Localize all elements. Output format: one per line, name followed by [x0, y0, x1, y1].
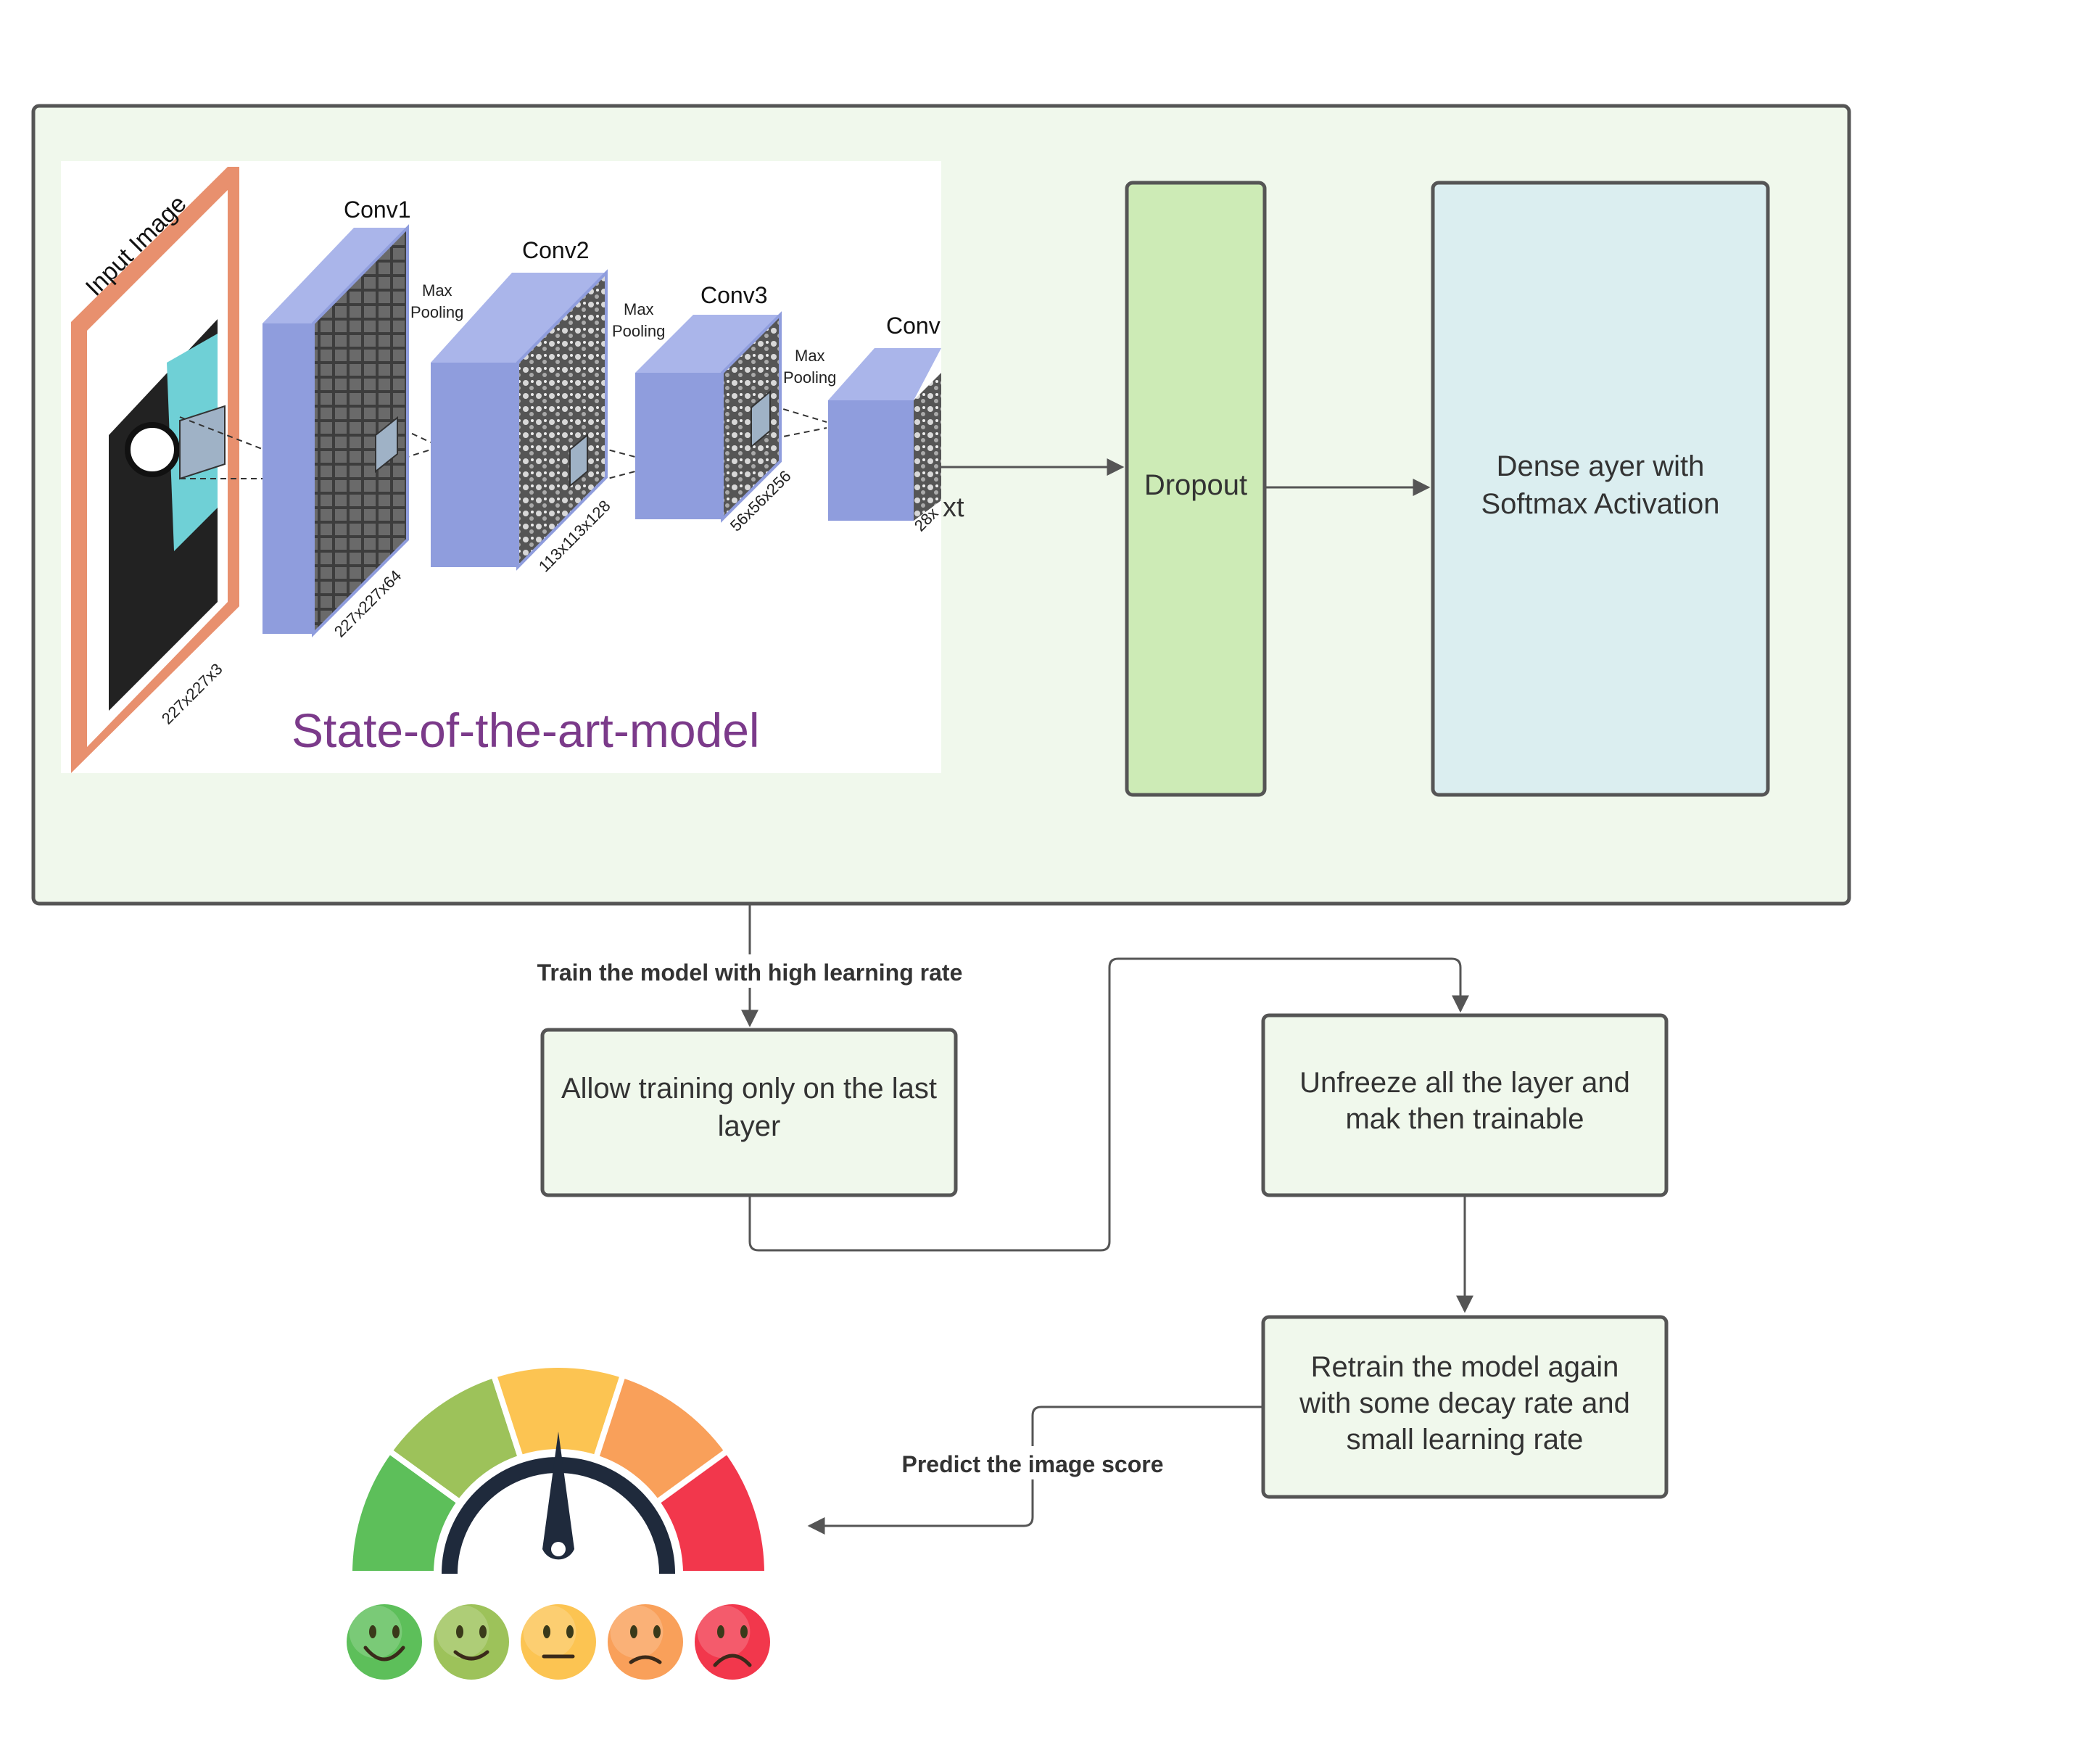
face-eye — [456, 1625, 463, 1638]
pooling3-bottom: Pooling — [783, 368, 836, 387]
cnn-title: State-of-the-art-model — [292, 703, 760, 757]
dense-label-line1: Dense ayer with — [1497, 450, 1705, 482]
face-mouth — [713, 1654, 752, 1667]
face-mouth — [363, 1646, 405, 1661]
retrain-line3: small learning rate — [1347, 1424, 1584, 1456]
face-eye — [543, 1625, 550, 1638]
face-eye — [369, 1625, 376, 1638]
score-faces — [347, 1604, 770, 1680]
conv3-label: Conv3 — [700, 282, 768, 308]
cnn-overflow-text: xt — [943, 492, 964, 523]
face-eye — [717, 1625, 724, 1638]
face-mouth — [453, 1650, 489, 1661]
dropout-node[interactable] — [1125, 181, 1267, 797]
face-sad-icon — [695, 1604, 770, 1680]
face-smile-icon — [434, 1604, 509, 1680]
unfreeze-node[interactable] — [1261, 1013, 1669, 1197]
face-eye — [392, 1625, 400, 1638]
face-frown-icon — [608, 1604, 683, 1680]
face-eye — [630, 1625, 637, 1638]
conv4-label: Conv — [886, 313, 941, 339]
gauge-hub — [551, 1542, 566, 1556]
face-eye — [740, 1625, 748, 1638]
pooling3-top: Max — [795, 347, 825, 365]
face-eye — [479, 1625, 487, 1638]
last-layer-line1: Allow training only on the last — [561, 1073, 937, 1105]
gauge-needle — [542, 1432, 574, 1560]
dense-label-line2: Softmax Activation — [1481, 488, 1719, 520]
gauge-segment — [653, 1447, 771, 1577]
score-gauge — [346, 1362, 771, 1577]
predict-label-bg — [889, 1446, 1176, 1479]
conv1-block — [262, 224, 409, 637]
face-happy-icon — [347, 1604, 422, 1680]
edge-last-layer-to-unfreeze — [748, 957, 1469, 1252]
unfreeze-line2: mak then trainable — [1345, 1103, 1584, 1135]
retrain-line1: Retrain the model again — [1311, 1351, 1619, 1383]
retrain-node[interactable] — [1261, 1315, 1669, 1499]
cnn-illustration: Input Image 227x227x3 Conv1 227x227x64 M… — [61, 161, 964, 773]
predict-edge-label: Predict the image score — [901, 1451, 1163, 1477]
face-eye — [566, 1625, 574, 1638]
train-label-bg — [522, 954, 977, 988]
retrain-line2: with some decay rate and — [1299, 1387, 1630, 1419]
last-layer-line2: layer — [718, 1110, 781, 1142]
dense-softmax-node[interactable] — [1431, 181, 1770, 797]
conv3-block — [635, 311, 782, 523]
conv2-block — [431, 269, 608, 571]
last-layer-node[interactable] — [540, 1028, 958, 1197]
conv2-label: Conv2 — [522, 237, 590, 263]
pooling2-bottom: Pooling — [612, 322, 665, 340]
pooling1-bottom: Pooling — [410, 303, 463, 321]
conv4-block — [828, 348, 941, 521]
unfreeze-line1: Unfreeze all the layer and — [1299, 1067, 1630, 1099]
face-eye — [653, 1625, 661, 1638]
train-edge-label: Train the model with high learning rate — [537, 959, 963, 986]
face-mouth — [629, 1655, 662, 1664]
dropout-label: Dropout — [1144, 469, 1247, 501]
input-image-frame — [71, 167, 239, 773]
conv1-label: Conv1 — [344, 197, 411, 223]
face-neutral-icon — [521, 1604, 596, 1680]
pooling2-top: Max — [624, 300, 654, 318]
pooling1-top: Max — [422, 281, 452, 300]
